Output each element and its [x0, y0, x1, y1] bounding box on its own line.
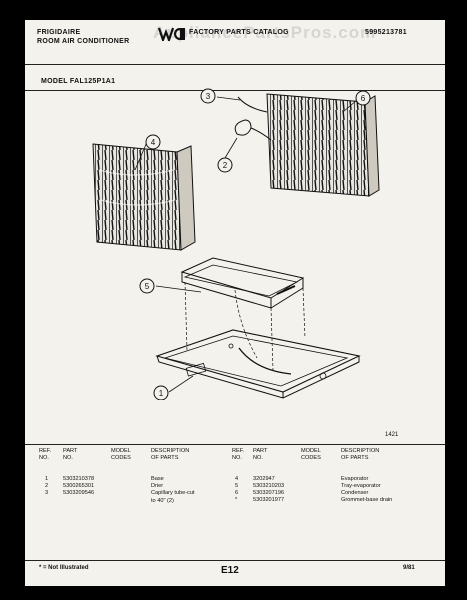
table-row-part: 5303207196 — [253, 490, 285, 496]
exploded-parts-diagram: 1 2 3 4 5 6 — [92, 88, 380, 400]
capillary-tube — [234, 96, 272, 141]
table-row-desc: Condenser — [341, 490, 369, 496]
watermark: AppliancePartsPros.com — [153, 23, 377, 42]
table-row-desc: Grommet-base drain — [341, 497, 393, 503]
callout-6-label: 6 — [361, 94, 366, 103]
table-row-part: 5303210378 — [63, 476, 95, 482]
callout-3: 3 — [200, 88, 216, 104]
table-row-ref: 1 — [45, 476, 49, 482]
table-row-part: 5303210203 — [253, 483, 285, 489]
footnote: * = Not Illustrated — [39, 565, 89, 571]
header-part-no: PART NO. — [63, 448, 78, 461]
table-row-desc: Capillary tube-cut — [151, 490, 195, 496]
table-row-part: 3202947 — [253, 476, 275, 482]
callout-2-label: 2 — [223, 161, 228, 170]
brand-name: FRIGIDAIRE — [37, 29, 81, 36]
header-description-right: DESCRIPTION OF PARTS — [341, 448, 380, 461]
callout-3-label: 3 — [206, 92, 211, 101]
table-row-ref: 4 — [235, 476, 239, 482]
table-row-ref: 6 — [235, 490, 239, 496]
header-model-codes: MODEL CODES — [111, 448, 131, 461]
evaporator-coil — [92, 143, 196, 251]
model-rule — [25, 90, 445, 91]
condenser-coil — [266, 93, 380, 197]
header-model-codes-right: MODEL CODES — [301, 448, 321, 461]
callout-1-label: 1 — [159, 389, 164, 398]
table-row-desc: Base — [151, 476, 164, 482]
table-top-rule — [25, 444, 445, 445]
callout-2: 2 — [217, 157, 233, 173]
callout-5: 5 — [139, 278, 155, 294]
table-row-ref: * — [235, 497, 238, 503]
table-row-ref: 3 — [45, 490, 49, 496]
table-row-desc: Tray-evaporator — [341, 483, 381, 489]
table-row-part: 5300265301 — [63, 483, 95, 489]
parts-catalog-page: FRIGIDAIRE ROOM AIR CONDITIONER Applianc… — [25, 20, 445, 586]
alignment-lines — [184, 281, 306, 371]
header-ref-no-right: REF. NO. — [232, 448, 245, 461]
product-type: ROOM AIR CONDITIONER — [37, 38, 130, 45]
page-code: E12 — [221, 565, 239, 576]
table-row-desc: to 40" (2) — [151, 498, 174, 504]
tray-evaporator — [180, 257, 305, 309]
table-row-desc: Evaporator — [341, 476, 369, 482]
catalog-title: FACTORY PARTS CATALOG — [189, 29, 289, 36]
table-row-desc: Drier — [151, 483, 164, 489]
table-row-part: 5303201977 — [253, 497, 285, 503]
header-ref-no: REF. NO. — [39, 448, 52, 461]
revision-date: 9/81 — [403, 565, 415, 571]
callout-4: 4 — [145, 134, 161, 150]
model-number: MODEL FAL125P1A1 — [41, 78, 116, 85]
base-pan — [155, 329, 361, 399]
leader-lines — [134, 96, 358, 393]
header-description: DESCRIPTION OF PARTS — [151, 448, 190, 461]
callout-4-label: 4 — [151, 138, 156, 147]
footer-rule — [25, 560, 445, 561]
callout-1: 1 — [153, 385, 169, 400]
header-rule — [25, 64, 445, 65]
table-row-part: 5303209546 — [63, 490, 95, 496]
table-row-ref: 2 — [45, 483, 49, 489]
callout-6: 6 — [355, 90, 371, 106]
header-part-no-right: PART NO. — [253, 448, 268, 461]
callout-5-label: 5 — [145, 282, 150, 291]
table-row-ref: 5 — [235, 483, 239, 489]
catalog-number: 5995213781 — [365, 29, 407, 36]
figure-number: 1421 — [385, 432, 399, 438]
wci-logo — [158, 27, 185, 41]
